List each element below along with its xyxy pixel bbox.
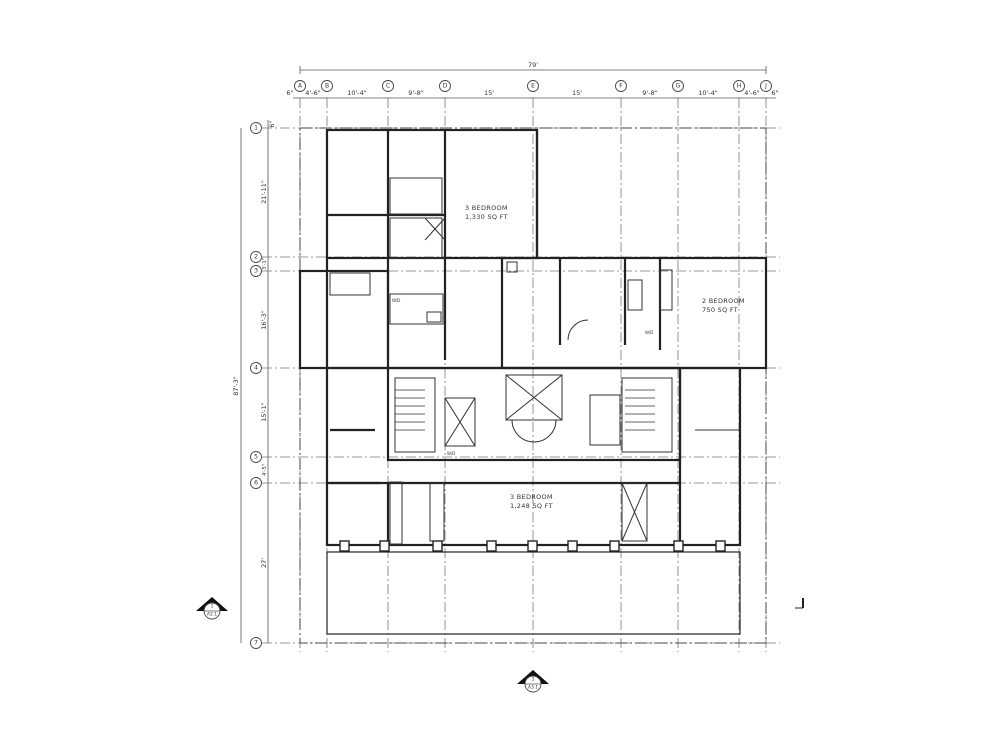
grid-col-label: J [764,83,767,90]
grid-col-label: H [737,83,742,90]
grid-col-label: D [443,83,448,90]
drawing-label: 750 SQ FT [702,306,738,314]
drawing-label: 1 [254,125,258,132]
grid-col-label: F [619,83,623,90]
grid-col-label: A [298,83,303,90]
drawing-label: 1 [532,677,535,683]
drawing-label: 4'-6" [744,89,759,97]
section-marker-a3-1[interactable]: 1 A3.1 [517,670,549,693]
drawing-label: 4'-6" [305,89,320,97]
overall-depth-dim: 87'-3" [232,376,240,396]
drawing-label: 4'-5" [262,464,268,476]
drawing-label: 3 BEDROOM [465,204,508,212]
row-dimensions: 6" 21'-11" 3'-1" 16'-3" 15'-1" 4'-5" 27' [260,120,276,568]
drawing-label: 3 [254,268,258,275]
drawing-label: 2 [254,254,258,261]
drawing-label: 9'-8" [642,89,657,97]
building-walls [298,127,804,644]
washer-dryer-label: W/D [645,330,653,335]
drawing-label: 4 [254,365,258,372]
drawing-label: 10'-4" [347,89,367,97]
drawing-label: 1,248 SQ FT [510,502,553,510]
drawing-label: 15' [484,89,494,97]
drawing-label: 1,330 SQ FT [465,213,508,221]
drawing-label: 9'-8" [408,89,423,97]
drawing-label: 7 [254,640,258,647]
column-dimensions: 6" 4'-6" 10'-4" 9'-8" 15' 15' 9'-8" 10'-… [286,89,778,97]
unit-label-right: 2 BEDROOM 750 SQ FT [702,297,745,314]
drawing-label: 27' [260,558,268,568]
washer-dryer-label: W/D [447,451,455,456]
drawing-label: 2 BEDROOM [702,297,745,305]
drawing-label: 6" [771,89,778,97]
drawing-label: 3 BEDROOM [510,493,553,501]
drawing-label: 15' [572,89,582,97]
grid-col-label: E [531,83,535,90]
drawing-label: 6 [254,480,258,487]
drawing-label: 3'-1" [262,258,268,270]
row-bubbles: 1 2 3 4 5 6 7 [250,122,262,649]
column-bubbles: A B C D E F G H J [294,80,772,92]
drawing-label: 16'-3" [260,310,268,330]
drawing-label: 15'-1" [260,402,268,422]
drawing-label: 10'-4" [698,89,718,97]
drawing-label: A3.1 [528,685,538,691]
section-marker-a2-1[interactable]: 1 A2.1 [196,597,228,620]
drawing-label: 5 [254,454,258,461]
drawing-label: 6" [286,89,293,97]
washer-dryer-label: W/D [392,298,400,303]
drawing-label: 21'-11" [260,180,268,204]
grid-col-label: G [676,83,681,90]
grid-col-label: B [325,83,329,90]
dimension-lines [240,66,776,643]
drawing-label: 1 [211,604,214,610]
overall-width-dim: 79' [528,61,538,69]
grid-col-label: C [386,83,390,90]
unit-label-upper-left: 3 BEDROOM 1,330 SQ FT [465,204,508,221]
drawing-label: A2.1 [207,612,217,618]
drawing-label: 6" [268,120,276,127]
unit-label-lower: 3 BEDROOM 1,248 SQ FT [510,493,553,510]
